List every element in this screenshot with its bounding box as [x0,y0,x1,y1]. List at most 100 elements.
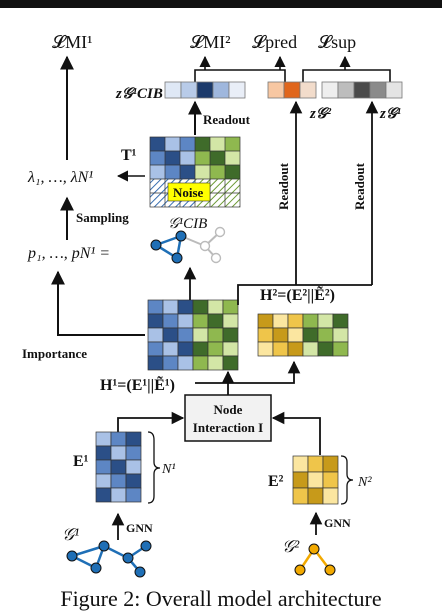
z-g1-strip [321,81,403,99]
matrix-cell [207,313,224,329]
matrix-cell [322,455,339,473]
loss-mi2-label: 𝓛MI² [190,32,230,52]
matrix-cell [177,327,194,343]
matrix-cell [162,313,179,329]
figure-caption: Figure 2: Overall model architecture [60,586,382,611]
matrix-cell [207,355,224,371]
matrix-cell [95,445,112,461]
architecture-diagram: 𝓛MI¹ 𝓛MI² 𝓛pred 𝓛sup z𝒢¹CIB z𝒢² z𝒢¹ Read… [22,32,403,578]
readout-right-label: Readout [352,162,367,210]
matrix-cell [302,341,319,357]
t1-label: T¹ [121,147,137,164]
z-cib-label: z𝒢¹CIB [115,86,163,102]
noise-label: Noise [173,185,204,200]
loss-sup-label: 𝓛sup [318,32,356,52]
z-cib-strip [164,81,246,99]
loss-mi1-label: 𝓛MI¹ [52,32,92,52]
sampling-label: Sampling [76,210,129,225]
matrix-cell [302,313,319,329]
matrix-cell [257,341,274,357]
matrix-cell [222,327,239,343]
n2-label: N² [357,475,372,490]
matrix-cell [332,341,349,357]
matrix-cell [292,471,309,489]
probs-label: p₁, …, pN¹ = [27,245,110,262]
matrix-cell [332,327,349,343]
matrix-cell [110,473,127,489]
matrix-cell [287,327,304,343]
matrix-cell [177,355,194,371]
h2-label: H²=(E²||Ẽ²) [260,285,335,304]
matrix-cell [177,313,194,329]
noise-box [167,182,211,202]
ni-to-h1 [195,382,229,395]
matrix-cell [162,341,179,357]
node-interaction-line2: Interaction I [193,420,263,435]
matrix-cell [222,313,239,329]
z-g2-strip [267,81,317,99]
matrix-cell [222,299,239,315]
matrix-cell [162,355,179,371]
matrix-cell [95,473,112,489]
matrix-cell [317,313,334,329]
e2-to-ni [271,411,321,455]
z-g2-label: z𝒢² [309,106,332,122]
lambdas-label: λ₁, …, λN¹ [27,169,93,186]
matrix-cell [322,487,339,505]
matrix-cell [192,327,209,343]
z-g1-label: z𝒢¹ [379,106,401,122]
matrix-cell [287,313,304,329]
matrix-cell [125,445,142,461]
node-interaction-line1: Node [214,402,243,417]
matrix-cell [162,299,179,315]
matrix-cell [222,355,239,371]
matrix-cell [95,459,112,475]
matrix-cell [125,473,142,489]
matrix-cell [147,355,164,371]
h2-matrix [257,313,349,357]
matrix-cell [287,341,304,357]
matrix-cell [110,445,127,461]
matrix-cell [125,459,142,475]
g2-graph [294,543,336,576]
h1-to-readout-mid [237,284,296,305]
matrix-cell [110,487,127,503]
matrix-cell [257,313,274,329]
matrix-cell [292,455,309,473]
loss-pred-label: 𝓛pred [252,32,297,52]
matrix-cell [307,471,324,489]
gnn-left-label: GNN [126,521,153,535]
e1-brace [147,431,161,504]
matrix-cell [125,487,142,503]
matrix-cell [192,299,209,315]
matrix-cell [110,459,127,475]
gnn-right-label: GNN [324,516,351,530]
h1-label: H¹=(E¹||Ẽ¹) [100,375,175,394]
matrix-cell [162,327,179,343]
importance-connector [51,270,145,336]
matrix-cell [322,471,339,489]
matrix-cell [292,487,309,505]
matrix-cell [177,299,194,315]
matrix-cell [192,341,209,357]
bracket-mi2 [194,69,286,82]
matrix-cell [272,327,289,343]
matrix-cell [317,341,334,357]
g-cib-graph [150,226,226,264]
e2-brace [340,455,354,505]
matrix-cell [177,341,194,357]
matrix-cell [192,313,209,329]
g1-label: 𝒢¹ [62,525,79,544]
e1-label: E¹ [73,453,89,470]
matrix-cell [147,341,164,357]
matrix-cell [207,327,224,343]
matrix-cell [272,313,289,329]
bracket-sup [302,69,391,82]
matrix-cell [332,313,349,329]
h1-matrix [147,299,239,371]
matrix-cell [302,327,319,343]
matrix-cell [317,327,334,343]
e1-matrix [95,431,142,503]
matrix-cell [147,313,164,329]
g1-graph [66,540,152,578]
